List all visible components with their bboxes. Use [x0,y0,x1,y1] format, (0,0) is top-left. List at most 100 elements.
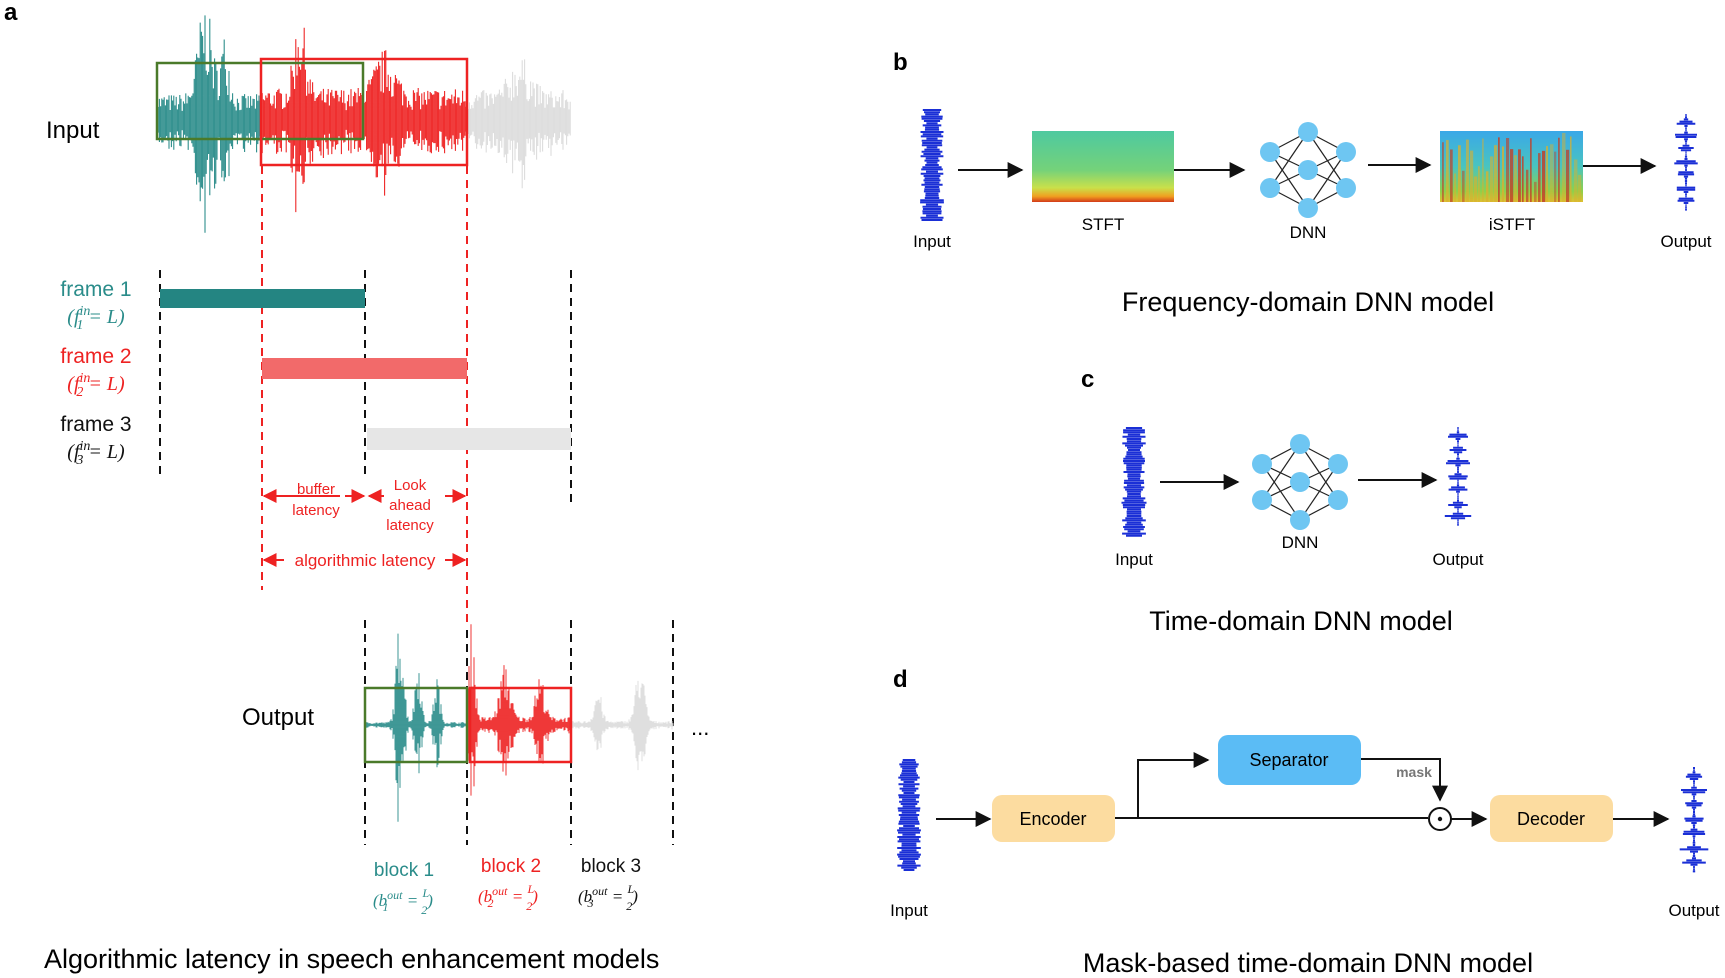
panel-a-caption: Algorithmic latency in speech enhancemen… [44,944,659,974]
output-wave-red-segment [466,624,572,796]
block2-box [468,686,573,764]
dnn-connection [1261,443,1301,501]
dnn-node [1260,178,1280,198]
panel-c-input-label: Input [1115,550,1153,569]
istft-streak [1442,142,1444,202]
output-wave-gray-segment [570,680,674,771]
output-label: Output [242,704,314,731]
output-waveform [364,624,674,822]
dnn-connection [1307,131,1347,189]
istft-spectrogram-detail [1442,132,1582,202]
frame2-label: frame 2 [60,345,131,368]
block1-box [363,686,469,764]
panel-b-output-label: Output [1660,232,1711,251]
panel-c-letter: c [1081,366,1094,393]
panel-c-output-label: Output [1432,550,1483,569]
input-label: Input [46,117,100,144]
istft-streak [1538,153,1541,202]
frame1-label: frame 1 [60,278,131,301]
panel-c: c Input DNN Output Time-domain DNN model [1081,366,1484,636]
panel-b-dnn-label: DNN [1290,223,1327,242]
dnn-node [1290,434,1310,454]
dnn-connection [1299,443,1339,501]
istft-streak [1554,151,1557,202]
istft-streak [1574,159,1578,202]
panel-b-letter: b [893,49,908,76]
istft-streak [1498,137,1500,202]
istft-streak [1506,137,1510,202]
dnn-connection [1269,131,1309,189]
dnn-connection [1299,463,1339,521]
panel-b-dnn-network [1260,122,1356,218]
dnn-node [1336,142,1356,162]
istft-streak [1446,140,1449,202]
panel-d: d Input Encoder Separator mask Decoder O… [890,666,1720,978]
istft-streak [1514,155,1517,202]
panel-b-input-waveform [920,109,944,221]
istft-streak [1550,144,1554,202]
istft-streak [1462,170,1465,202]
mask-label: mask [1396,764,1432,780]
output-waveform-trace [1679,767,1709,873]
input-wave-gray-segment [466,59,571,189]
encoder-label: Encoder [1019,809,1086,829]
output-waveform-trace [1444,427,1472,526]
dnn-node [1298,122,1318,142]
algorithmic-latency-label: algorithmic latency [295,551,436,570]
panel-b-input-label: Input [913,232,951,251]
decoder-label: Decoder [1517,809,1585,829]
input-waveform-trace [1121,427,1147,537]
panel-c-input-waveform [1121,427,1147,537]
istft-streak [1490,156,1494,202]
encoder-block [992,795,1115,842]
istft-streak [1458,145,1461,202]
separator-block [1218,735,1361,785]
panel-d-input-waveform [897,759,921,871]
panel-d-letter: d [893,666,908,693]
stft-spectrogram [1032,131,1174,202]
panel-d-output-waveform [1679,767,1709,873]
input-waveform-trace [920,109,944,221]
frame2-window-box [259,57,469,167]
arrow-encoder-to-separator [1137,752,1210,818]
istft-streak [1474,176,1478,202]
dnn-node [1260,142,1280,162]
block2-label: block 2 [481,856,541,877]
frame3-bar [367,428,571,450]
separator-label: Separator [1249,750,1328,770]
istft-streak [1526,169,1529,202]
panel-c-dnn-network [1252,434,1348,530]
multiply-dot [1437,816,1443,822]
istft-streak [1482,138,1484,202]
panel-b: b Input STFT DNN iSTFT Output Frequency-… [893,49,1712,317]
istft-streak [1534,181,1537,202]
dnn-node [1298,160,1318,180]
input-waveform-trace [897,759,921,871]
istft-streak [1486,171,1489,202]
dnn-node [1328,454,1348,474]
dnn-connection [1269,151,1309,209]
panel-d-input-label: Input [890,901,928,920]
frame3-label: frame 3 [60,413,131,436]
panel-c-caption: Time-domain DNN model [1149,606,1453,636]
panel-d-caption: Mask-based time-domain DNN model [1083,948,1533,978]
istft-streak [1578,174,1582,202]
istft-streak [1562,132,1566,202]
dnn-node [1328,490,1348,510]
istft-streak [1470,150,1474,202]
arrow-separator-mask [1361,758,1448,802]
decoder-block [1490,795,1613,842]
panel-b-caption: Frequency-domain DNN model [1122,287,1494,317]
dnn-connection [1307,151,1347,209]
dnn-node [1252,454,1272,474]
panel-c-dnn-label: DNN [1282,533,1319,552]
dnn-node [1290,472,1310,492]
